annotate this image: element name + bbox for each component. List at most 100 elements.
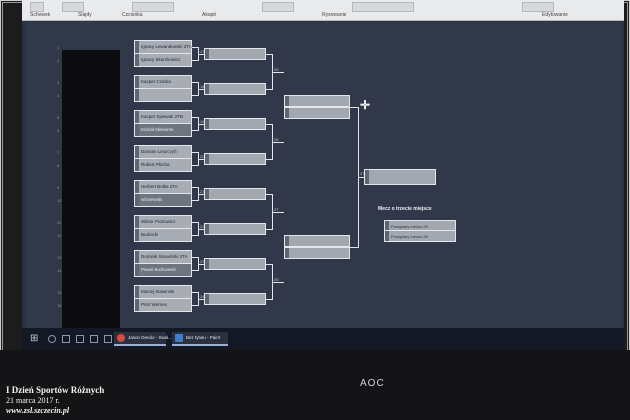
player-slot[interactable] [134,88,192,102]
bracket-connector-line [272,72,284,73]
seed-number: 14 [57,268,62,273]
editing-controls[interactable] [522,2,554,12]
taskbar-app-chrome[interactable]: Jason Derulo - Swal... [114,332,172,346]
edge-browser-icon[interactable] [76,335,84,343]
drawing-shapes[interactable] [352,2,414,12]
third-place-slot-2[interactable]: Przegrany meczu 26 [384,230,456,242]
caption-date: 21 marca 2017 r. [6,396,60,405]
round2-slot[interactable] [204,258,266,270]
player-name: Paweł Buzkowski [141,267,176,272]
bracket-connector-line [358,177,364,178]
font-selector[interactable] [132,2,174,12]
bracket-slide[interactable]: Mecz o trzecie miejsce Przegrany meczu 2… [26,22,624,350]
semifinal-slot[interactable] [284,247,350,259]
player-slot[interactable]: Ignacy Lewandowski 2TA [134,40,192,54]
caption-url: www.zsl.szczecin.pl [6,406,70,415]
semifinal-slot[interactable] [284,107,350,119]
player-name: Kacper Czarka [141,79,171,84]
ribbon-group-label: Akapit [202,12,216,18]
search-icon[interactable] [48,335,56,343]
player-slot[interactable]: Budnicki [134,228,192,242]
ribbon-toolbar: Schowek Slajdy Czcionka Akapit Rysowanie… [22,0,624,21]
bracket-connector-line [272,142,284,143]
player-name: wiśniewski [141,197,163,202]
match-number: 17 [200,49,205,54]
bracket-connector-line [198,159,204,160]
bracket-connector-line [198,124,204,125]
bracket-connector-line [198,264,204,265]
ribbon-group-label: Schowek [30,12,51,18]
new-slide-button[interactable] [62,2,84,12]
seed-number: 9 [57,185,60,190]
third-place-title: Mecz o trzecie miejsce [378,206,432,212]
store-icon[interactable] [104,335,112,343]
player-slot[interactable]: Robert Płocha [134,158,192,172]
task-view-icon[interactable] [62,335,70,343]
slot-label: Przegrany meczu 25 [391,224,428,229]
player-slot[interactable]: Piotr Wernes [134,298,192,312]
player-name: Dominik Skowiński 2TA [141,254,188,259]
bracket-connector-line [350,107,358,108]
match-number: 27 [360,171,365,176]
round2-slot[interactable] [204,223,266,235]
seed-number: 7 [57,150,60,155]
slot-label: Przegrany meczu 26 [391,234,428,239]
round2-slot[interactable] [204,83,266,95]
bracket-connector-line [192,257,198,258]
bracket-connector-line [266,194,272,195]
match-number: 26 [274,137,279,142]
monitor-screen: Schowek Slajdy Czcionka Akapit Rysowanie… [22,0,624,350]
bracket-connector-line [192,305,198,306]
round2-slot[interactable] [204,293,266,305]
ribbon-group-label: Slajdy [78,12,92,18]
paste-button[interactable] [30,2,44,12]
player-slot[interactable]: Paweł Buzkowski [134,263,192,277]
round2-slot[interactable] [204,118,266,130]
bracket-connector-line [192,270,198,271]
seed-number: 12 [57,233,62,238]
match-number: 20 [200,154,205,159]
paragraph-controls[interactable] [262,2,294,12]
file-explorer-icon[interactable] [90,335,98,343]
seed-number: 2 [57,58,60,63]
bracket-connector-line [266,124,272,125]
match-number: 21 [200,189,205,194]
player-name: Kacper Spiewak 2TB [141,114,184,119]
paint-icon [175,334,183,342]
player-slot[interactable]: Michał Miekarek [134,123,192,137]
match-number: 22 [200,224,205,229]
final-slot[interactable] [364,169,436,185]
windows-start-icon[interactable]: ⊞ [30,333,39,344]
bracket-connector-line [198,194,204,195]
seed-number: 5 [57,115,60,120]
semifinal-slot[interactable] [284,235,350,247]
match-number: 18 [200,84,205,89]
seed-number: 3 [57,80,60,85]
bracket-connector-line [192,292,198,293]
player-slot[interactable]: Kacper Czarka [134,75,192,89]
bracket-connector-line [266,54,272,55]
round2-slot[interactable] [204,48,266,60]
match-number: 24 [200,294,205,299]
round2-slot[interactable] [204,153,266,165]
player-slot[interactable]: wiśniewski [134,193,192,207]
bracket-connector-line [266,264,272,265]
bracket-connector-line [192,130,198,131]
player-slot[interactable]: Dominik Skowiński 2TA [134,250,192,264]
taskbar-app-paint[interactable]: Bez tytułu - Paint [172,332,228,346]
player-slot[interactable]: Herbert Bołka 2TA [134,180,192,194]
semifinal-slot[interactable] [284,95,350,107]
player-slot[interactable]: Wiktor Piotrowicz [134,215,192,229]
taskbar-app-label: Bez tytułu - Paint [186,335,221,340]
bracket-connector-line [266,159,272,160]
round2-slot[interactable] [204,188,266,200]
bracket-connector-line [192,47,198,48]
move-cursor-icon: ✛ [360,98,371,112]
bracket-connector-line [198,299,204,300]
player-slot[interactable]: Ignacy Skurzkowicz [134,53,192,67]
seed-number: 16 [57,303,62,308]
player-slot[interactable]: Kacper Spiewak 2TB [134,110,192,124]
player-slot[interactable]: Maciej Stawinski [134,285,192,299]
player-slot[interactable]: Damian Leszczyń [134,145,192,159]
seed-number: 10 [57,198,62,203]
